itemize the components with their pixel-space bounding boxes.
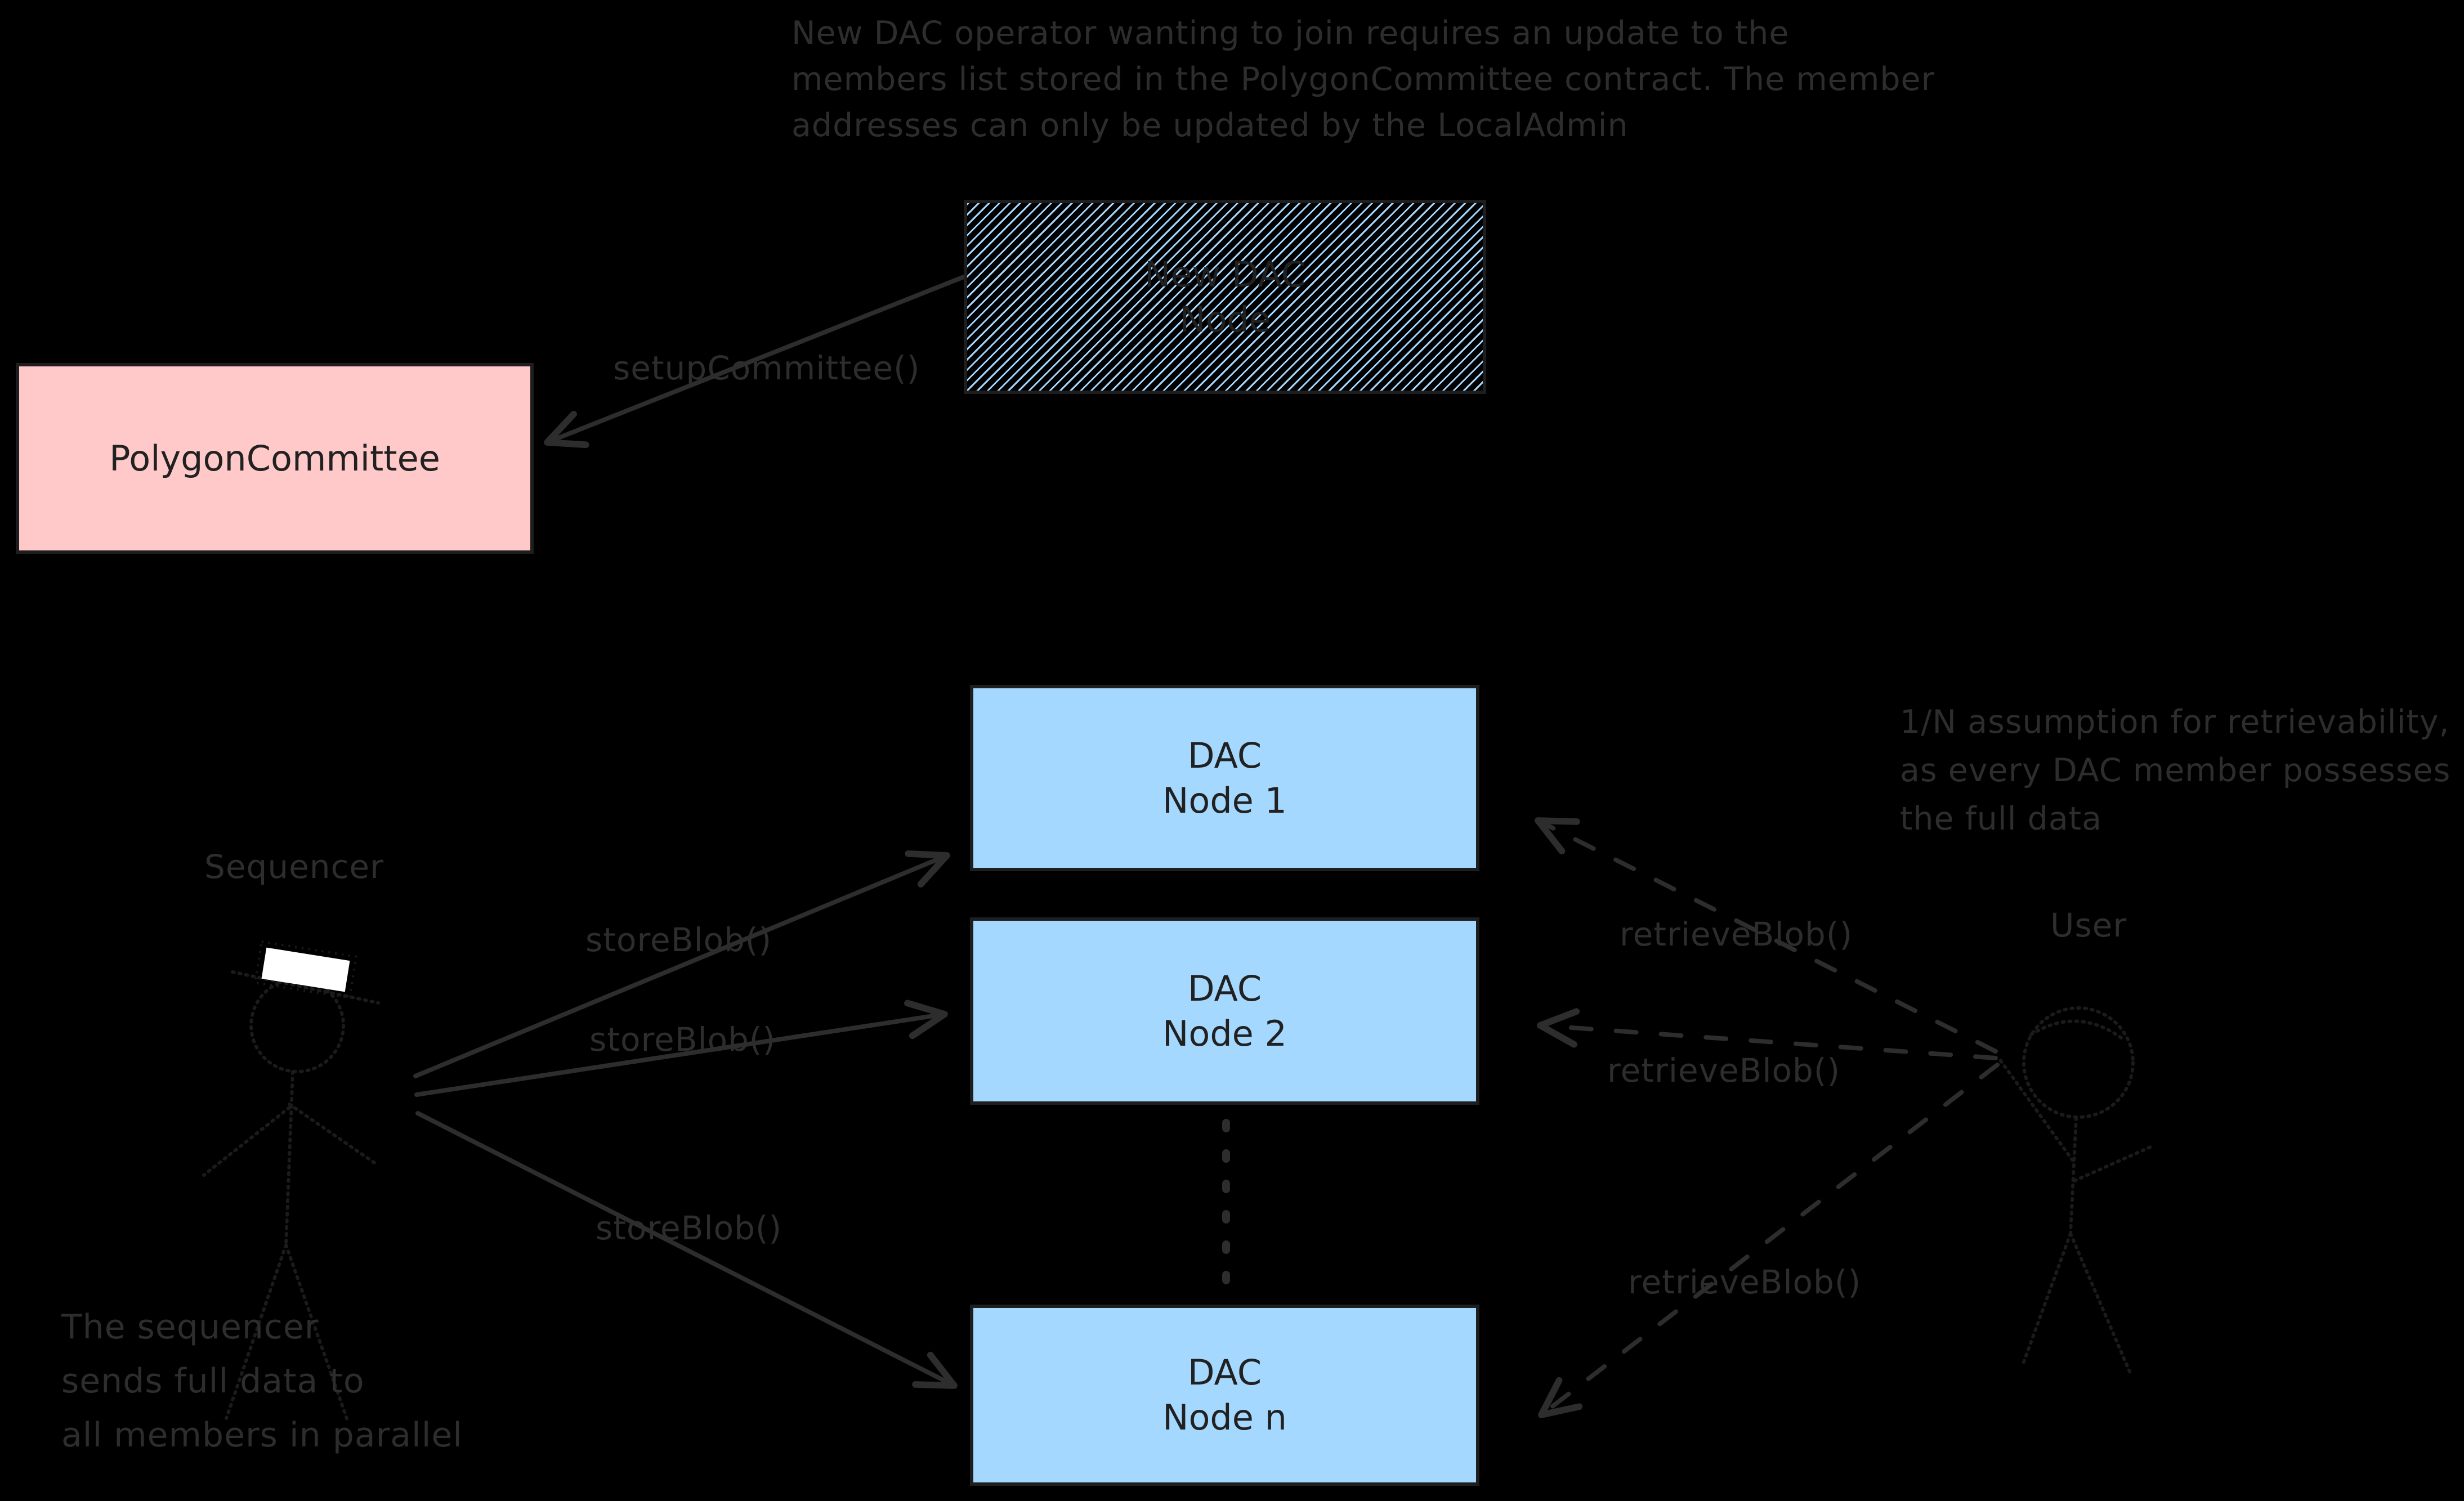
dac-node-n-label-line1: DAC	[1187, 1352, 1262, 1393]
retrievability-note-line3: the full data	[1900, 800, 2103, 837]
sequencer-arm-left	[202, 1106, 291, 1177]
parallel-note: The sequencer sends full data to all mem…	[61, 1300, 463, 1462]
retrieve-blob-arrow-3	[1538, 1063, 2000, 1418]
polygon-committee-label: PolygonCommittee	[109, 437, 440, 479]
sequencer-hat-outline	[253, 940, 358, 1000]
polygon-committee-box: PolygonCommittee	[16, 363, 534, 554]
user-body	[2069, 1116, 2078, 1235]
dac-node-2-box: DAC Node 2	[970, 917, 1479, 1105]
dac-node-2-label-line1: DAC	[1187, 967, 1262, 1009]
store-blob-label-1: storeBlob()	[585, 921, 772, 959]
new-dac-node-label-line1: New DAC	[1144, 253, 1306, 295]
parallel-note-line1: The sequencer	[61, 1307, 319, 1347]
setup-committee-arrow	[544, 275, 966, 449]
user-leg-right	[2069, 1232, 2133, 1377]
sequencer-body	[284, 1070, 294, 1247]
top-note-line1: New DAC operator wanting to join require…	[791, 15, 1790, 52]
store-blob-label-2: storeBlob()	[589, 1020, 776, 1059]
sequencer-leg-right	[284, 1243, 350, 1423]
retrievability-note-line2: as every DAC member possesses	[1900, 752, 2451, 789]
sequencer-label: Sequencer	[204, 848, 384, 886]
user-arm-left	[1998, 1058, 2074, 1162]
store-blob-label-3: storeBlob()	[596, 1209, 782, 1247]
parallel-note-line2: sends full data to	[61, 1361, 365, 1401]
retrieve-blob-arrow-1	[1535, 817, 1998, 1054]
setup-committee-label: setupCommittee()	[613, 349, 920, 387]
sequencer-figure	[202, 970, 380, 1423]
retrieve-blob-arrow-2	[1537, 1008, 1998, 1060]
new-dac-node-label-line2: Node	[1179, 298, 1271, 340]
store-blob-arrow-2	[414, 1000, 948, 1097]
dac-node-n-box: DAC Node n	[970, 1305, 1479, 1486]
new-dac-node-box: New DAC Node	[964, 200, 1486, 394]
top-note: New DAC operator wanting to join require…	[791, 10, 1935, 149]
top-note-line3: addresses can only be updated by the Loc…	[791, 107, 1629, 144]
user-label: User	[2050, 906, 2127, 944]
retrieve-blob-label-1: retrieveBlob()	[1620, 915, 1853, 953]
retrievability-note: 1/N assumption for retrievability, as ev…	[1900, 698, 2450, 843]
dac-node-1-label-line2: Node 1	[1162, 779, 1287, 821]
sequencer-head	[249, 978, 345, 1073]
dac-node-1-box: DAC Node 1	[970, 685, 1479, 871]
store-blob-arrow-3	[415, 1111, 958, 1389]
retrieve-blob-label-3: retrieveBlob()	[1628, 1263, 1862, 1301]
sequencer-hat	[261, 947, 350, 992]
retrievability-note-line1: 1/N assumption for retrievability,	[1900, 704, 2450, 741]
user-arm-right	[2073, 1145, 2152, 1182]
dac-node-n-label-line2: Node n	[1162, 1397, 1287, 1438]
parallel-note-line3: all members in parallel	[61, 1415, 463, 1455]
sequencer-arm-right	[288, 1103, 378, 1166]
store-blob-arrow-1	[413, 850, 950, 1078]
user-leg-left	[2020, 1232, 2072, 1368]
user-head	[2022, 1006, 2135, 1119]
retrieve-blob-label-2: retrieveBlob()	[1607, 1051, 1841, 1090]
sequencer-hat-brim	[231, 970, 380, 1005]
top-note-line2: members list stored in the PolygonCommit…	[791, 61, 1935, 98]
dac-node-2-label-line2: Node 2	[1162, 1012, 1287, 1054]
user-figure	[1998, 1006, 2152, 1377]
user-hair	[2029, 1019, 2123, 1040]
dac-node-1-label-line1: DAC	[1187, 734, 1262, 776]
